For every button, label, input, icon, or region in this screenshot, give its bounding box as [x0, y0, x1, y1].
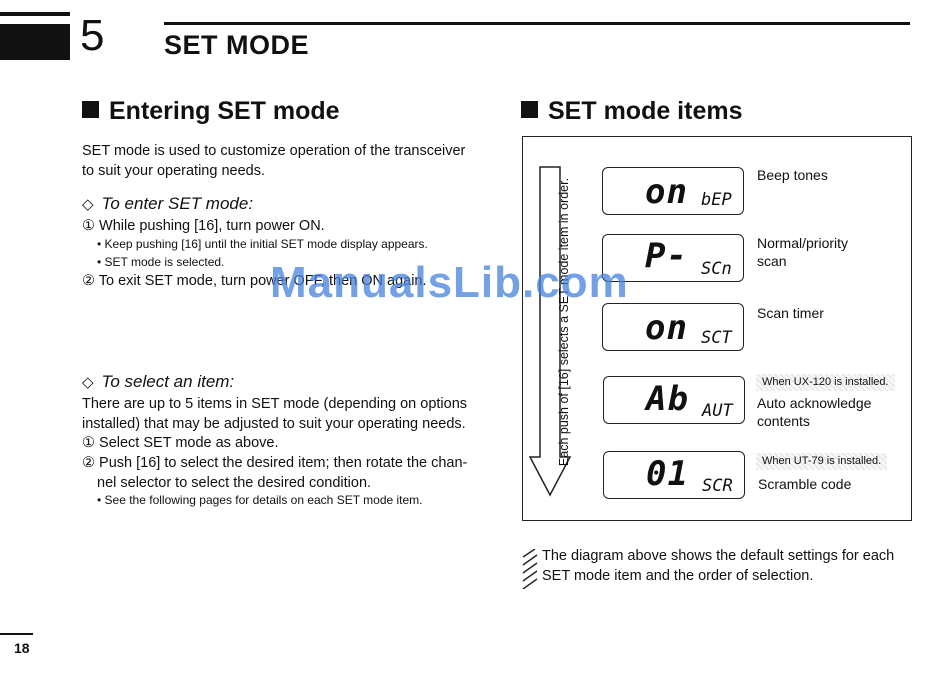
intro-line-1: SET mode is used to customize operation … [82, 143, 466, 159]
set-mode-diagram [522, 136, 912, 521]
page-number-rule [0, 633, 33, 635]
lcd-sub-digits: SCR [702, 476, 733, 496]
lcd-main-digits: 01 [646, 454, 689, 494]
section-heading-items: SET mode items [521, 97, 743, 126]
lcd-main-digits: on [645, 308, 688, 348]
lcd-display-scramble: 01 SCR [603, 451, 745, 499]
square-bullet-icon [82, 101, 99, 118]
lcd-sub-digits: SCn [701, 259, 732, 279]
lcd-main-digits: on [645, 172, 688, 212]
section-heading-items-text: SET mode items [548, 97, 743, 125]
chapter-tab-line [0, 12, 70, 16]
subheading-select: ◇ To select an item: [82, 372, 234, 392]
enter-bullet-1: • Keep pushing [16] until the initial SE… [97, 237, 428, 251]
lcd-main-digits: Ab [646, 379, 689, 419]
header-rule [164, 22, 910, 25]
diamond-icon: ◇ [82, 196, 94, 213]
page-number: 18 [14, 640, 30, 656]
item-label-line-1: Scan timer [757, 305, 824, 321]
select-step-1: ① Select SET mode as above. [82, 435, 279, 451]
footnote-line-2: SET mode item and the order of selection… [542, 568, 814, 584]
select-step-2: ② Push [16] to select the desired item; … [82, 453, 467, 493]
footnote-line-1: The diagram above shows the default sett… [542, 548, 895, 564]
item-label-line-1: Normal/priority [757, 235, 849, 251]
enter-step-1: ① While pushing [16], turn power ON. [82, 218, 325, 234]
select-step-2-line-2: nel selector to select the desired condi… [97, 475, 372, 491]
lcd-display-auto-ack: Ab AUT [603, 376, 745, 424]
item-label-line-2: scan [757, 253, 787, 269]
arrow-caption-text: Each push of [16] selects a SET mode ite… [557, 177, 571, 467]
select-paragraph: There are up to 5 items in SET mode (dep… [82, 394, 467, 434]
item-label-scan: Normal/priority scan [757, 234, 848, 270]
select-step-2-line-1: ② Push [16] to select the desired item; … [82, 455, 468, 471]
subheading-enter-text: To enter SET mode: [101, 194, 254, 213]
item-label-scramble: Scramble code [758, 475, 851, 493]
diamond-icon: ◇ [82, 374, 94, 391]
subheading-enter: ◇ To enter SET mode: [82, 194, 253, 214]
lcd-main-digits: P- [645, 236, 688, 276]
down-arrow-icon [528, 166, 572, 497]
lcd-display-beep: on bEP [602, 167, 744, 215]
item-label-line-1: Beep tones [757, 167, 828, 183]
item-label-beep: Beep tones [757, 166, 828, 184]
lcd-sub-digits: AUT [702, 401, 733, 421]
chapter-number: 5 [80, 11, 105, 60]
item-label-line-1: Auto acknowledge [757, 395, 872, 411]
intro-line-2: to suit your operating needs. [82, 163, 265, 179]
lcd-sub-digits: bEP [701, 190, 732, 210]
watermark: ManualsLib.com [270, 258, 629, 307]
lcd-display-scan: P- SCn [602, 234, 744, 282]
item-label-line-1: Scramble code [758, 476, 852, 492]
lcd-display-scan-timer: on SCT [602, 303, 744, 351]
select-para-line-2: installed) that may be adjusted to suit … [82, 416, 466, 432]
note-hatch-icon [522, 549, 538, 589]
item-label-auto-ack: Auto acknowledge contents [757, 394, 871, 430]
item-label-line-2: contents [757, 413, 810, 429]
subheading-select-text: To select an item: [101, 372, 235, 391]
enter-step-2: ② To exit SET mode, turn power OFF, then… [82, 273, 427, 289]
section-heading-entering: Entering SET mode [82, 97, 340, 126]
section-heading-text: Entering SET mode [109, 97, 340, 125]
item-label-scan-timer: Scan timer [757, 304, 824, 322]
diagram-footnote: The diagram above shows the default sett… [542, 546, 894, 586]
select-bullet: • See the following pages for details on… [97, 493, 423, 507]
option-note-ux120: When UX-120 is installed. [756, 374, 895, 391]
arrow-caption: Each push of [16] selects a SET mode ite… [541, 172, 571, 472]
chapter-title: SET MODE [164, 30, 310, 60]
intro-text: SET mode is used to customize operation … [82, 141, 465, 181]
lcd-sub-digits: SCT [701, 328, 732, 348]
square-bullet-icon [521, 101, 538, 118]
chapter-tab-block [0, 24, 70, 60]
select-para-line-1: There are up to 5 items in SET mode (dep… [82, 396, 468, 412]
option-note-ut79: When UT-79 is installed. [756, 453, 888, 470]
enter-bullet-2: • SET mode is selected. [97, 255, 225, 269]
